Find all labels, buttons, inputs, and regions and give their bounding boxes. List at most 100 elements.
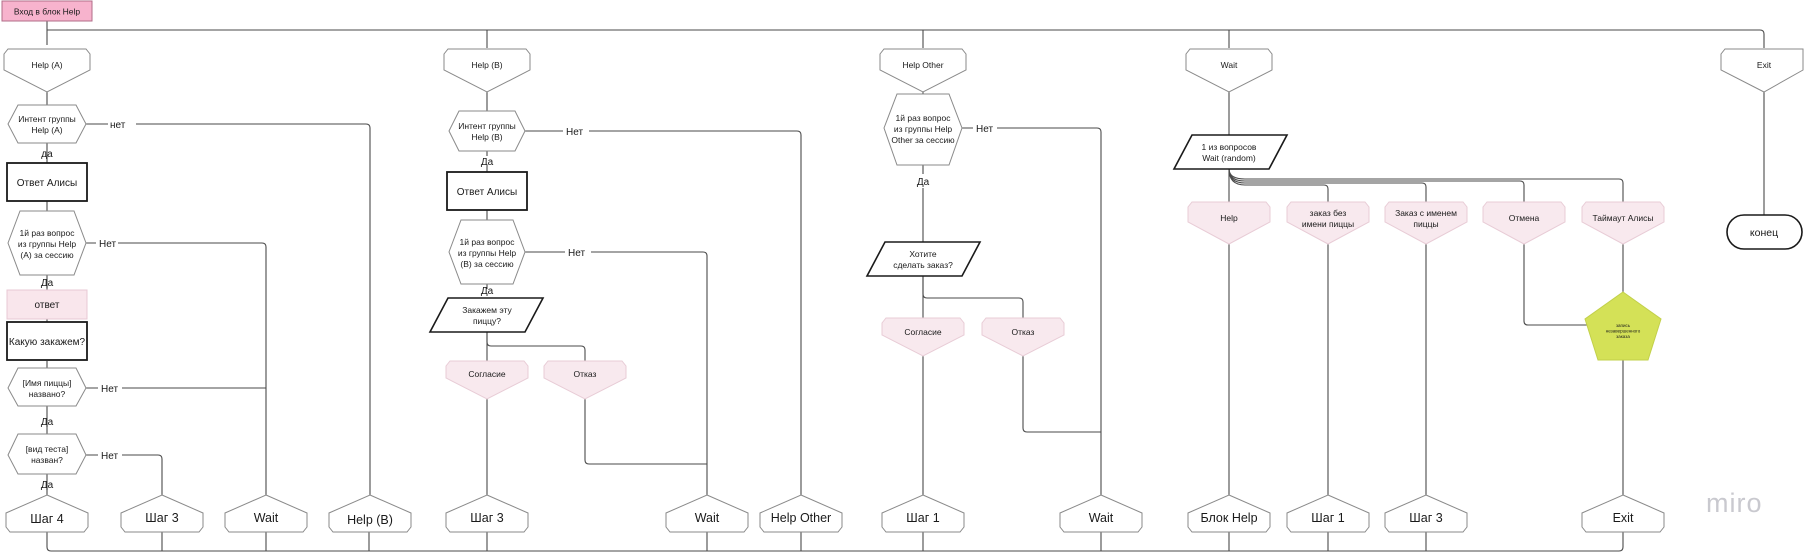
node-label: Help (B) bbox=[471, 60, 502, 70]
node-label: Help Other bbox=[902, 60, 943, 70]
entry-label: Вход в блок Help bbox=[14, 7, 81, 17]
edge-label-yes: Да bbox=[917, 177, 930, 188]
node-label: Help (B) bbox=[347, 513, 393, 527]
node-label: Ответ Алисы bbox=[457, 187, 517, 198]
node-label-line: (A) за сессию bbox=[20, 250, 74, 260]
node-label: ответ bbox=[35, 300, 60, 311]
process-alice-answer[interactable]: Ответ Алисы bbox=[6, 162, 88, 202]
decision-dough-named[interactable]: [вид теста] назван? bbox=[7, 433, 87, 475]
offpage-step-3-b[interactable]: Шаг 3 bbox=[445, 494, 529, 533]
pentagon-record-unfinished-order[interactable]: запись незавершенного заказа bbox=[1584, 291, 1662, 361]
response-order-with-name[interactable]: Заказ с именем пиццы bbox=[1384, 201, 1468, 245]
edge-label-no: Нет bbox=[566, 127, 583, 138]
io-wait-random-question[interactable]: 1 из вопросов Wait (random) bbox=[1172, 134, 1289, 170]
edge-label-yes: Да bbox=[41, 417, 54, 428]
node-label-line: Интент группы bbox=[458, 121, 516, 131]
node-label: Exit bbox=[1757, 60, 1772, 70]
response-refuse-other[interactable]: Отказ bbox=[981, 317, 1065, 357]
response-refuse-b[interactable]: Отказ bbox=[543, 360, 627, 400]
node-label-line: из группы Help bbox=[894, 124, 952, 134]
node-label-line: сделать заказ? bbox=[893, 260, 953, 270]
connectors bbox=[46, 20, 1765, 552]
decision-first-question-other[interactable]: 1й раз вопрос из группы Help Other за се… bbox=[883, 93, 963, 166]
decision-first-question-b[interactable]: 1й раз вопрос из группы Help (B) за сесс… bbox=[448, 219, 526, 285]
node-label: Help (A) bbox=[31, 60, 62, 70]
offpage-help-other[interactable]: Help Other bbox=[759, 494, 843, 533]
node-label-line: из группы Help bbox=[458, 248, 516, 258]
offpage-help-b[interactable]: Help (B) bbox=[328, 494, 412, 533]
node-label: Какую закажем? bbox=[9, 337, 86, 348]
node-label-line: Other за сессию bbox=[891, 135, 955, 145]
offpage-step-4[interactable]: Шаг 4 bbox=[5, 494, 89, 533]
node-label: Help bbox=[1220, 213, 1238, 223]
node-label-line: 1й раз вопрос bbox=[460, 237, 516, 247]
response-cancel[interactable]: Отмена bbox=[1482, 201, 1566, 245]
node-label-line: запись bbox=[1616, 323, 1631, 328]
node-label-line: из группы Help bbox=[18, 239, 76, 249]
terminator-end[interactable]: конец bbox=[1726, 214, 1803, 250]
node-label-line: 1й раз вопрос bbox=[20, 228, 76, 238]
offpage-step-1[interactable]: Шаг 1 bbox=[881, 494, 965, 533]
offpage-step-3[interactable]: Шаг 3 bbox=[120, 494, 204, 533]
entry-node[interactable]: Вход в блок Help bbox=[1, 0, 93, 22]
note-answer[interactable]: ответ bbox=[6, 289, 88, 320]
node-label-line: 1й раз вопрос bbox=[896, 113, 952, 123]
edge-label-no: Нет bbox=[99, 239, 116, 250]
process-which-order[interactable]: Какую закажем? bbox=[6, 321, 88, 361]
edge-labels: нет да Нет Да Нет Да Нет Да Нет Да Нет Д… bbox=[41, 120, 994, 491]
node-label: Таймаут Алисы bbox=[1592, 213, 1653, 223]
offpage-help-other-top[interactable]: Help Other bbox=[879, 48, 967, 93]
node-label-line: имени пиццы bbox=[1302, 219, 1354, 229]
node-label: Блок Help bbox=[1200, 511, 1257, 525]
response-agree-b[interactable]: Согласие bbox=[445, 360, 529, 400]
node-label: конец bbox=[1750, 227, 1778, 239]
offpage-exit[interactable]: Exit bbox=[1581, 494, 1665, 533]
node-label-line: Help (A) bbox=[31, 125, 62, 135]
offpage-wait-other[interactable]: Wait bbox=[1059, 494, 1143, 533]
decision-first-question-a[interactable]: 1й раз вопрос из группы Help (A) за сесс… bbox=[7, 210, 87, 276]
node-label-line: Заказ с именем bbox=[1395, 208, 1457, 218]
node-label: Согласие bbox=[468, 369, 505, 379]
edge-label-no: Нет bbox=[101, 384, 118, 395]
node-label-line: (B) за сессию bbox=[460, 259, 514, 269]
node-label: Отказ bbox=[574, 369, 597, 379]
offpage-wait[interactable]: Wait bbox=[224, 494, 308, 533]
offpage-block-help[interactable]: Блок Help bbox=[1187, 494, 1271, 533]
offpage-step-3-wait[interactable]: Шаг 3 bbox=[1384, 494, 1468, 533]
io-want-order[interactable]: Хотите сделать заказ? bbox=[865, 241, 982, 277]
node-label-line: Help (B) bbox=[471, 132, 502, 142]
response-agree-other[interactable]: Согласие bbox=[881, 317, 965, 357]
offpage-step-1-wait[interactable]: Шаг 1 bbox=[1286, 494, 1370, 533]
node-label: Wait bbox=[1089, 511, 1114, 525]
response-help[interactable]: Help bbox=[1187, 201, 1271, 245]
process-alice-answer-b[interactable]: Ответ Алисы bbox=[446, 171, 528, 211]
edge-label-no: Нет bbox=[101, 451, 118, 462]
io-order-this-pizza[interactable]: Закажем эту пиццу? bbox=[428, 297, 545, 333]
node-label: Ответ Алисы bbox=[17, 178, 77, 189]
node-label: Шаг 1 bbox=[906, 511, 939, 525]
edge-label-no: Нет bbox=[976, 124, 993, 135]
offpage-help-b-top[interactable]: Help (B) bbox=[443, 48, 531, 93]
offpage-exit-top[interactable]: Exit bbox=[1720, 48, 1804, 93]
offpage-help-a[interactable]: Help (A) bbox=[3, 48, 91, 93]
node-label-line: [вид теста] bbox=[26, 444, 69, 454]
edge-label-yes: да bbox=[41, 149, 53, 160]
response-order-no-name[interactable]: заказ без имени пиццы bbox=[1286, 201, 1370, 245]
offpage-wait-b[interactable]: Wait bbox=[665, 494, 749, 533]
decision-intent-help-b[interactable]: Интент группы Help (B) bbox=[448, 110, 526, 152]
node-label-line: незавершенного bbox=[1606, 329, 1641, 334]
response-alice-timeout[interactable]: Таймаут Алисы bbox=[1581, 201, 1665, 245]
edge-label-yes: Да bbox=[481, 157, 494, 168]
node-label-line: заказ без bbox=[1310, 208, 1347, 218]
node-label-line: [Имя пиццы] bbox=[23, 378, 72, 388]
decision-pizza-named[interactable]: [Имя пиццы] названо? bbox=[7, 367, 87, 407]
offpage-wait-top[interactable]: Wait bbox=[1185, 48, 1273, 93]
node-label: Шаг 3 bbox=[145, 511, 178, 525]
node-label-line: 1 из вопросов bbox=[1202, 142, 1257, 152]
node-label: Отмена bbox=[1509, 213, 1540, 223]
edge-label-yes: Да bbox=[481, 286, 494, 297]
decision-intent-help-a[interactable]: Интент группы Help (A) bbox=[7, 104, 87, 144]
edge-label-no: нет bbox=[110, 120, 126, 131]
node-label-line: пиццы bbox=[1413, 219, 1438, 229]
